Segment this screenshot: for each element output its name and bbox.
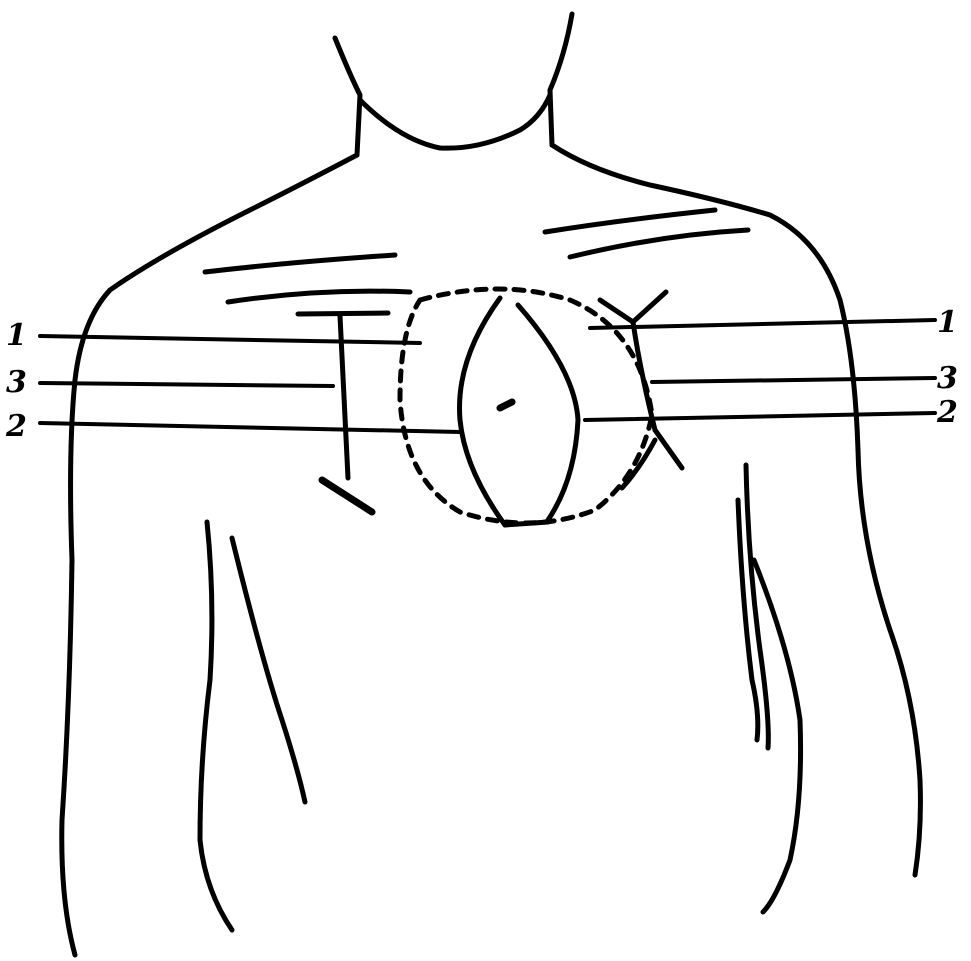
- label-line-1-left: 1: [6, 318, 27, 353]
- lens-shape: [460, 298, 579, 525]
- heart-dullness-circle: [400, 289, 652, 523]
- reference-line-2: [40, 413, 935, 432]
- label-line-1-right: 1: [937, 305, 958, 340]
- reference-line-1: [40, 320, 935, 343]
- clavicle-right: [545, 210, 748, 257]
- torso-outline: [62, 145, 921, 955]
- left-torso-contour: [200, 522, 305, 930]
- label-line-3-right: 3: [937, 361, 958, 396]
- label-line-2-right: 2: [936, 395, 958, 430]
- label-line-2-left: 2: [5, 409, 27, 444]
- label-line-3-left: 3: [6, 365, 27, 400]
- reference-line-3: [40, 378, 935, 386]
- left-line-labels: 1 3 2: [5, 318, 27, 444]
- clavicle-left: [205, 255, 410, 302]
- right-line-labels: 1 3 2: [936, 305, 958, 430]
- right-torso-contour: [738, 465, 801, 912]
- neck-outline: [335, 14, 572, 155]
- right-vessel-branch: [600, 292, 682, 488]
